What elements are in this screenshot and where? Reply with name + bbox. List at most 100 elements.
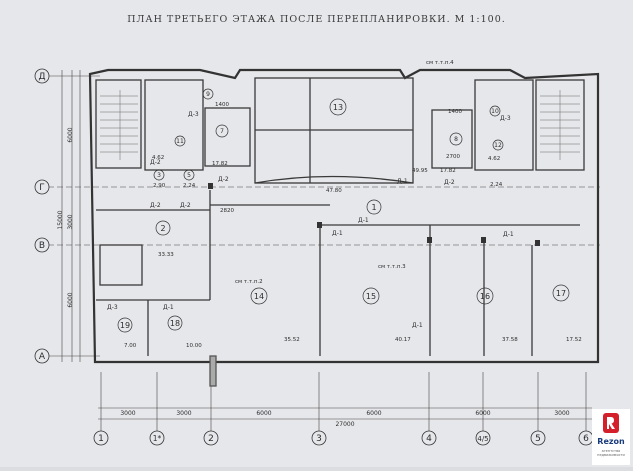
axis-label-5: 5: [535, 434, 541, 444]
axis-bubble-v: [34, 237, 50, 253]
axis-label-1: 1: [98, 434, 104, 444]
axis-bubble-d: [34, 68, 50, 84]
axis-bubble-45: [475, 430, 491, 446]
area-16: 37.58: [502, 337, 518, 343]
room-number-1: 1: [371, 203, 376, 212]
area-18: 10.00: [186, 343, 202, 349]
door-tag: Д-1: [412, 322, 423, 329]
room-number-13: 13: [333, 103, 343, 112]
room-circle-14: [250, 287, 268, 305]
room-number-17: 17: [556, 289, 566, 298]
axis-bubble-1s: [149, 430, 165, 446]
room-circle-10: [489, 105, 501, 117]
logo-word: Rezon: [597, 437, 625, 446]
room-number-19: 19: [120, 321, 130, 330]
area-5: 2.24: [183, 183, 196, 189]
area-3: 2.90: [153, 183, 166, 189]
room-circle-19: [117, 317, 133, 333]
area-corr-left: 17.82: [212, 161, 228, 167]
dim-left-1: 6000: [67, 127, 74, 142]
axis-label-g: Г: [39, 183, 45, 193]
room-circle-17: [552, 284, 570, 302]
dim-total: 27000: [335, 421, 354, 428]
axis-bubble-g: [34, 179, 50, 195]
axis-label-v: В: [39, 241, 45, 251]
wc-block-right: [474, 79, 534, 171]
room-number-15: 15: [366, 292, 376, 301]
door-tag: Д-1: [358, 217, 369, 224]
door-tag: Д-2: [150, 202, 161, 209]
axis-label-a: А: [39, 352, 46, 362]
room-circle-13: [329, 98, 347, 116]
area-19: 7.00: [124, 343, 137, 349]
door-tag: Д-3: [500, 115, 511, 122]
dim-bottom-6: 3000: [554, 410, 569, 417]
door-tag: Д-3: [188, 111, 199, 118]
room-circle-3: [153, 169, 165, 181]
stair-pillar: [209, 355, 217, 387]
door-tag: Д-2: [218, 176, 229, 183]
room-8-wall: [431, 109, 473, 169]
dim-bottom-3: 6000: [256, 410, 271, 417]
plan-title: ПЛАН ТРЕТЬЕГО ЭТАЖА ПОСЛЕ ПЕРЕПЛАНИРОВКИ…: [127, 14, 506, 25]
room-number-14: 14: [254, 292, 264, 301]
area-17: 17.52: [566, 337, 582, 343]
room-circle-12: [492, 139, 504, 151]
room-circle-9: [202, 88, 214, 100]
stair-left: [95, 79, 142, 169]
dim-2820: 2820: [220, 208, 234, 214]
column: [317, 222, 322, 228]
room-number-7: 7: [220, 128, 224, 135]
axis-label-2: 2: [208, 434, 214, 444]
room-number-9: 9: [206, 91, 210, 98]
room-number-18: 18: [170, 319, 180, 328]
area-2: 33.33: [158, 252, 174, 258]
ref-note-4: см т.т.п.4: [426, 60, 454, 66]
dim-1400-left: 1400: [215, 102, 229, 108]
axis-bubble-1: [93, 430, 109, 446]
axis-label-45: 4/5: [477, 435, 488, 443]
dim-bottom-1: 3000: [120, 410, 135, 417]
axis-label-1s: 1*: [153, 434, 162, 443]
axis-bubble-3: [311, 430, 327, 446]
room-7-wall: [204, 107, 251, 167]
stair-right: [535, 79, 585, 171]
rezon-logo: Rezon агентство недвижимости: [592, 409, 630, 465]
room-circle-8: [449, 132, 463, 146]
kitchen-counter: [99, 244, 143, 286]
room-number-16: 16: [480, 292, 490, 301]
dim-left-3: 3000: [67, 214, 74, 229]
room-circle-11: [174, 135, 186, 147]
axis-label-3: 3: [316, 434, 322, 444]
door-tag: Д-1: [397, 178, 408, 185]
room-circle-5: [183, 169, 195, 181]
area-1b: 47.80: [326, 188, 342, 194]
dim-1400-right: 1400: [448, 109, 462, 115]
room-number-8: 8: [454, 136, 458, 143]
dim-bottom-4: 6000: [366, 410, 381, 417]
axis-bubble-a: [34, 348, 50, 364]
room-13-arc: [254, 175, 414, 184]
column: [481, 237, 486, 243]
room-number-3: 3: [157, 172, 161, 179]
dim-bottom-5: 6000: [475, 410, 490, 417]
wc-block-left: [144, 79, 204, 171]
column: [427, 237, 432, 243]
door-tag: Д-2: [150, 159, 161, 166]
area-wc-left: 4.62: [152, 155, 164, 161]
room-circle-7: [215, 124, 229, 138]
ref-note-3: см т.т.п.3: [378, 264, 406, 270]
area-12: 4.62: [488, 156, 500, 162]
logo-sub: агентство недвижимости: [597, 449, 625, 457]
logo-r-glyph: [607, 417, 615, 429]
door-tag: Д-2: [444, 179, 455, 186]
room-circle-2: [155, 220, 171, 236]
dim-bottom-2: 3000: [176, 410, 191, 417]
axis-label-d: Д: [38, 72, 45, 82]
axis-label-4: 4: [426, 434, 432, 444]
room-circle-1: [366, 199, 382, 215]
door-tag: Д-1: [163, 304, 174, 311]
area-15: 40.17: [395, 337, 411, 343]
